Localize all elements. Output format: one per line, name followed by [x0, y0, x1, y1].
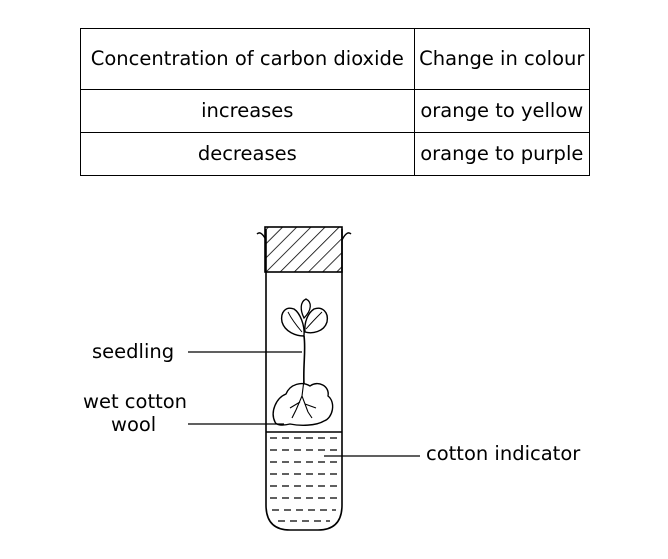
indicator-liquid [270, 437, 338, 522]
seedling-leaf-top [300, 298, 311, 320]
wet-cotton-wool-label-line1: wet cotton [83, 390, 188, 413]
wet-cotton-wool-label-line2: wool [111, 413, 157, 436]
table-row: decreases orange to purple [80, 132, 591, 176]
row-2-colour-change: orange to purple [413, 132, 591, 176]
header-change-in-colour: Change in colour [413, 28, 591, 90]
wet-cotton-wool [272, 382, 334, 426]
table-header-row: Concentration of carbon dioxide Change i… [80, 28, 591, 90]
seedling-leaf-right [304, 307, 329, 334]
seedling-stem [302, 335, 306, 385]
stopper [264, 226, 343, 273]
seedling-roots [289, 379, 317, 419]
row-2-concentration: decreases [80, 132, 415, 176]
header-concentration: Concentration of carbon dioxide [80, 28, 415, 90]
cotton-indicator-label: cotton indicator [426, 442, 581, 465]
co2-colour-table: Concentration of carbon dioxide Change i… [80, 28, 591, 176]
tube-lip-right [341, 232, 352, 241]
table-row: increases orange to yellow [80, 89, 591, 133]
test-tube [265, 229, 343, 531]
seedling-label: seedling [92, 340, 175, 363]
seedling-leaf-left [280, 307, 305, 337]
row-1-colour-change: orange to yellow [413, 89, 591, 133]
